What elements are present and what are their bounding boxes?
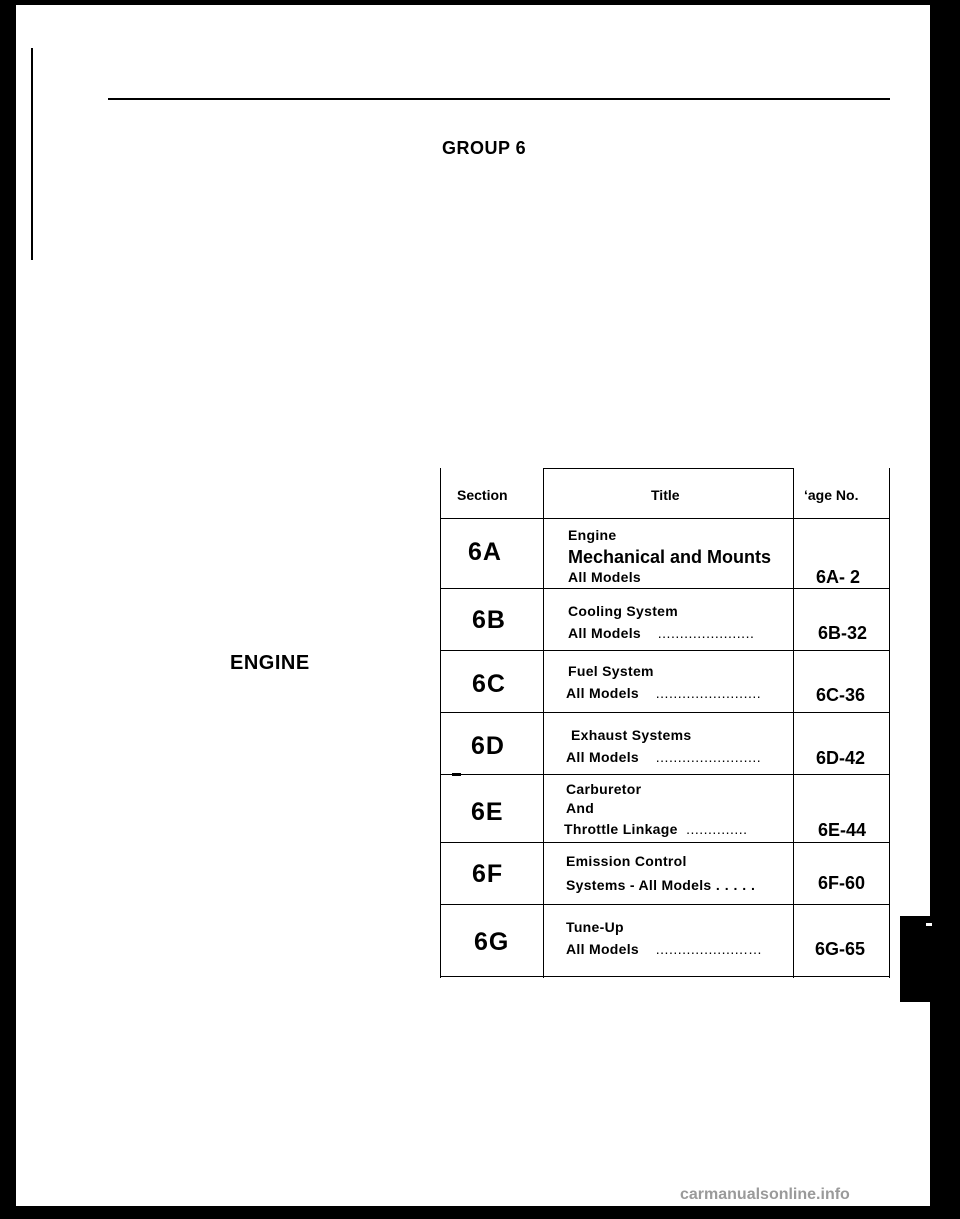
section-page-number: 6E-44	[818, 820, 867, 840]
leader-dots: . . . . .	[711, 877, 756, 893]
leader-dots: .....................…	[655, 941, 763, 957]
toc-row-rule	[440, 650, 890, 651]
section-title-line: All Models ........................	[566, 685, 761, 701]
section-page-number: 6D-42	[816, 748, 866, 768]
toc-row-rule	[440, 588, 890, 589]
section-title-text: All Models	[566, 941, 640, 957]
leader-dots: ........................	[655, 749, 762, 765]
scan-border-top	[0, 0, 960, 5]
toc-row-rule	[440, 904, 890, 905]
section-code: 6F	[472, 860, 504, 888]
section-title-line: Fuel System	[568, 663, 654, 679]
toc-row-rule	[440, 774, 890, 775]
section-code: 6G	[474, 928, 510, 956]
section-title-line: All Models .....................…	[566, 941, 762, 957]
header-rule	[108, 98, 890, 100]
subject-title: ENGINE	[230, 652, 310, 674]
scan-dash-mark	[452, 773, 461, 776]
section-page-number: 6A- 2	[816, 567, 861, 587]
header-page-no: ‘age No.	[804, 487, 859, 503]
section-code: 6A	[468, 538, 502, 566]
section-title-line: Emission Control	[566, 853, 687, 869]
table-of-contents: Section Title ‘age No. 6A Engine Mechani…	[440, 468, 890, 978]
toc-header-rule	[440, 518, 890, 519]
leader-dots: ..............	[686, 821, 748, 837]
section-title-line: Engine	[568, 527, 617, 543]
section-code: 6E	[471, 798, 504, 826]
scan-border-left	[0, 0, 16, 1219]
section-title-text: All Models	[568, 625, 642, 641]
leader-dots: ........................	[655, 685, 762, 701]
toc-row-rule	[440, 712, 890, 713]
section-page-number: 6G-65	[815, 939, 866, 959]
toc-left-border	[440, 468, 441, 978]
section-title-line: Throttle Linkage ..............	[564, 821, 748, 837]
section-title-line: All Models ......................	[568, 625, 754, 641]
header-section: Section	[457, 487, 508, 503]
toc-top-border	[543, 468, 793, 469]
section-title-text: Throttle Linkage	[564, 821, 678, 837]
toc-col-divider-1	[543, 468, 544, 978]
section-title-line: Mechanical and Mounts	[568, 547, 772, 567]
section-title-line: Cooling System	[568, 603, 678, 619]
section-page-number: 6B-32	[818, 623, 868, 643]
section-title-line: And	[566, 800, 595, 816]
toc-right-border	[889, 468, 890, 978]
section-title-line: Exhaust Systems	[571, 727, 692, 743]
section-code: 6B	[472, 606, 506, 634]
toc-col-divider-2	[793, 468, 794, 978]
section-page-number: 6C-36	[816, 685, 866, 705]
scan-border-right	[930, 0, 960, 1219]
section-page-number: 6F-60	[818, 873, 866, 893]
section-title-line: All Models ........................	[566, 749, 761, 765]
section-tab-dot	[926, 923, 932, 926]
section-title-line: Tune-Up	[566, 919, 624, 935]
section-tab-marker	[900, 916, 932, 1002]
toc-row-rule	[440, 842, 890, 843]
section-title-line: Systems - All Models . . . . .	[566, 877, 755, 893]
watermark: carmanualsonline.info	[680, 1186, 850, 1203]
section-code: 6D	[471, 732, 505, 760]
scan-border-bottom	[0, 1206, 960, 1219]
section-title-text: All Models	[566, 749, 640, 765]
header-title: Title	[651, 487, 680, 503]
section-title-line: Carburetor	[566, 781, 642, 797]
section-code: 6C	[472, 670, 506, 698]
toc-bottom-border	[440, 976, 890, 977]
section-title-line: All Models	[568, 569, 642, 585]
group-title: GROUP 6	[442, 138, 527, 158]
section-title-text: All Models	[566, 685, 640, 701]
binder-line	[31, 48, 33, 260]
section-title-text: Systems - All Models	[566, 877, 712, 893]
leader-dots: ......................	[657, 625, 755, 641]
